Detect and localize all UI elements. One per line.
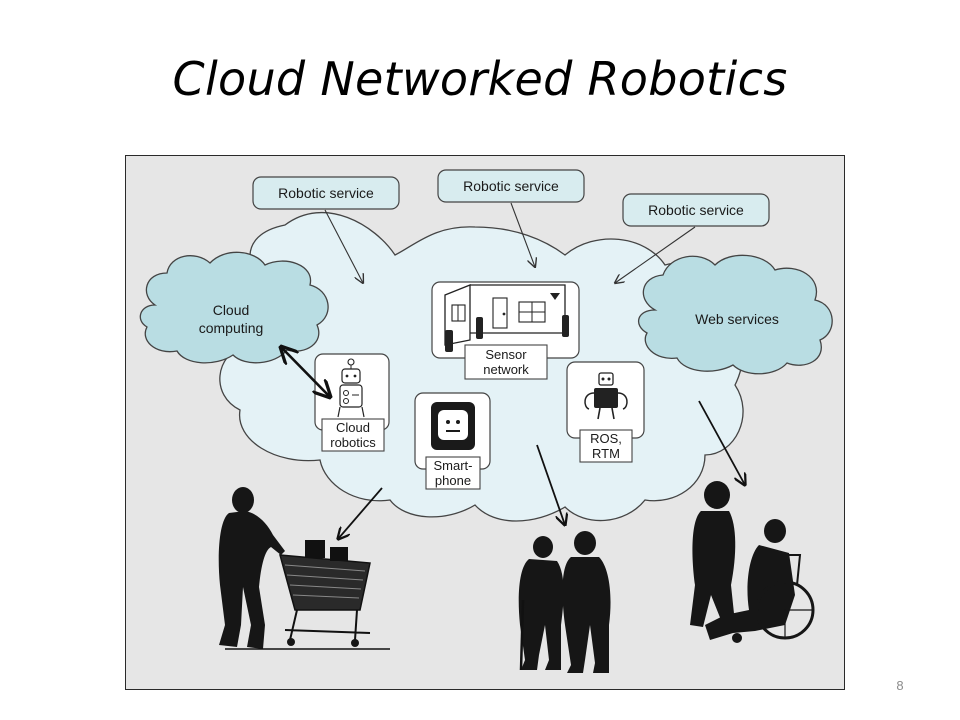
arrow-to-shopper xyxy=(338,487,383,539)
robotic-service-callout-3: Robotic service xyxy=(622,193,770,227)
cloud-robotics-label-line2: robotics xyxy=(330,435,376,450)
service-arrows xyxy=(324,202,696,283)
cloud-robotics-device: Cloud robotics xyxy=(314,353,390,452)
cloud-robotics-diagram: Cloud computing Web services Robotic ser… xyxy=(125,155,845,690)
people-arrows xyxy=(338,400,745,539)
robotic-service-label-1: Robotic service xyxy=(278,185,374,201)
cloud-computing-label-line1: Cloud xyxy=(213,302,250,318)
shopper-silhouette xyxy=(218,487,390,650)
robotic-service-label-3: Robotic service xyxy=(648,202,744,218)
sensor-network-label-line1: Sensor xyxy=(485,347,527,362)
web-services-label: Web services xyxy=(695,311,779,327)
ros-rtm-label-line1: ROS, xyxy=(590,431,622,446)
slide-title: Cloud Networked Robotics xyxy=(172,52,788,106)
cloud-computing-cloud: Cloud computing xyxy=(139,251,329,364)
robotic-service-callout-1: Robotic service xyxy=(252,176,400,210)
arrow-to-caregiver xyxy=(698,400,745,485)
sensor-network-device: Sensor network xyxy=(431,281,580,380)
robotic-service-callout-2: Robotic service xyxy=(437,169,585,203)
page-number: 8 xyxy=(896,678,904,693)
service-arrow-2 xyxy=(510,202,535,267)
cloud-computing-label-line2: computing xyxy=(199,320,264,336)
sensor-network-label-line2: network xyxy=(483,362,529,377)
caregiver-wheelchair-silhouette xyxy=(690,481,815,643)
diagram-canvas: Cloud computing Web services Robotic ser… xyxy=(125,155,845,690)
smartphone-label-line1: Smart- xyxy=(434,458,473,473)
service-arrow-1 xyxy=(324,209,363,283)
web-services-cloud: Web services xyxy=(637,254,833,375)
smartphone-device: Smart- phone xyxy=(414,392,491,490)
robotic-service-label-2: Robotic service xyxy=(463,178,559,194)
elderly-couple-silhouette xyxy=(518,531,611,673)
service-arrow-3 xyxy=(615,226,696,283)
ros-rtm-label-line2: RTM xyxy=(592,446,620,461)
cloud-computing-robotics-arrow xyxy=(281,347,330,397)
smartphone-label-line2: phone xyxy=(435,473,471,488)
ros-rtm-device: ROS, RTM xyxy=(566,361,645,463)
cloud-robotics-label-line1: Cloud xyxy=(336,420,370,435)
arrow-to-elderly-couple xyxy=(536,444,565,525)
